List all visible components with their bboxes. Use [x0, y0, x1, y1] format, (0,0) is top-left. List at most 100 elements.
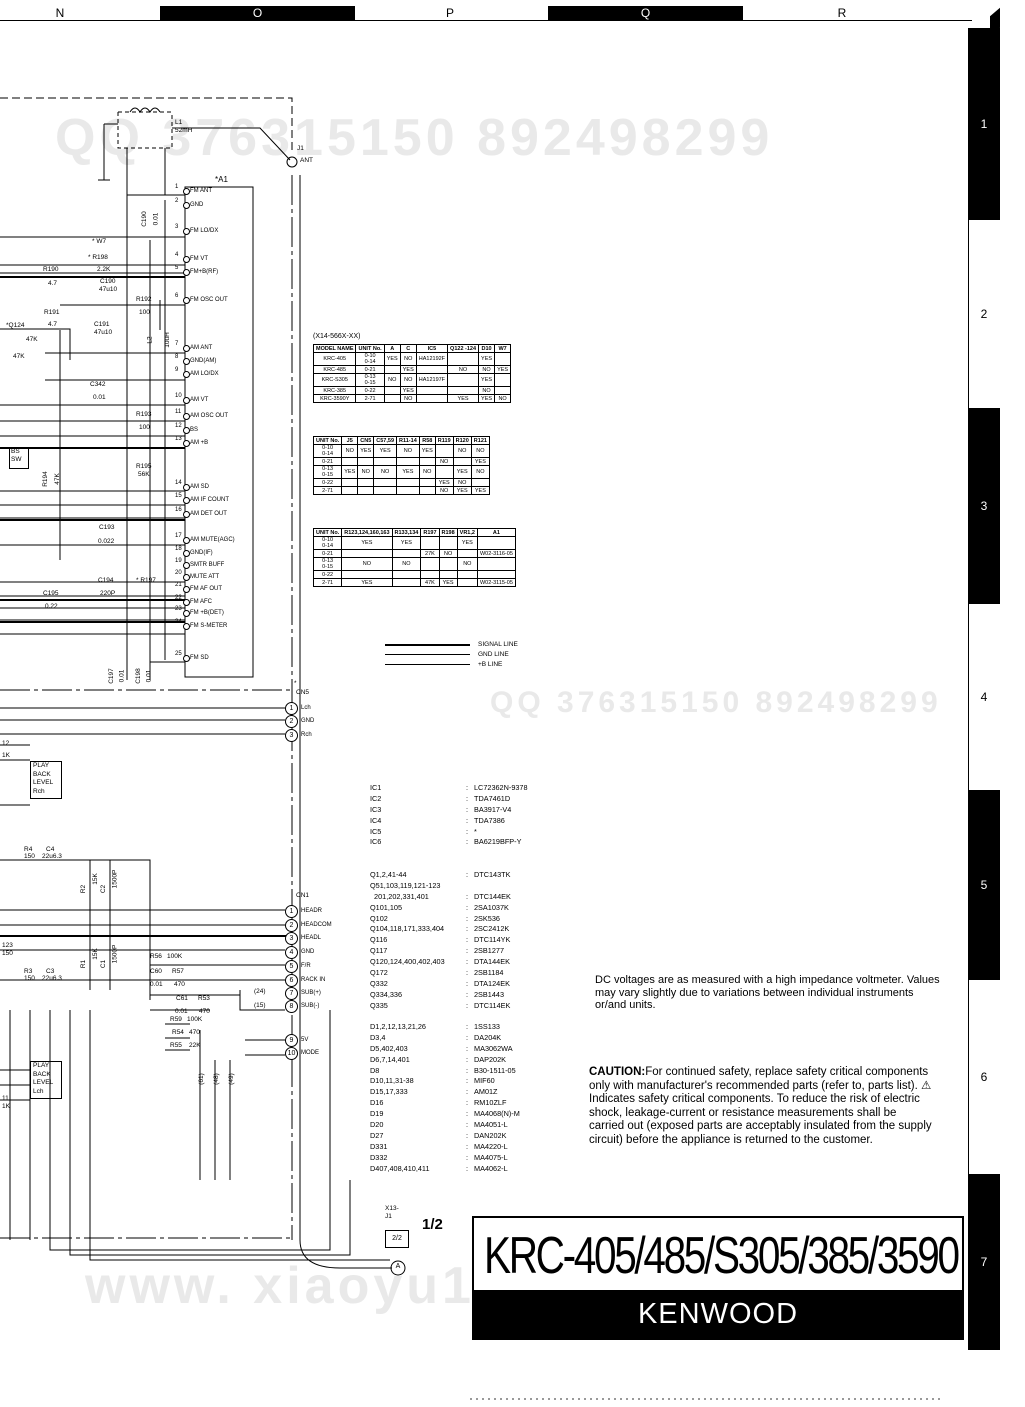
- a1-pin-number: 11: [175, 409, 182, 415]
- table-cell: [438, 557, 458, 571]
- r4-value: 150: [24, 853, 35, 860]
- r59-label: R59: [170, 1016, 182, 1023]
- a1-pin-label: AM MUTE(AGC): [190, 537, 235, 543]
- q124-label: *Q124: [6, 322, 25, 329]
- table-cell: [391, 578, 422, 587]
- c193-label: C193: [99, 524, 115, 531]
- connector-pin-label: F/R: [301, 963, 311, 969]
- part-reference: Q102: [370, 913, 388, 923]
- q124-r1: 47K: [26, 336, 38, 343]
- a1-pin-dot: [183, 440, 190, 447]
- table-cell: NO: [434, 457, 454, 466]
- table-cell: YES: [341, 578, 393, 587]
- table-cell: [391, 549, 422, 558]
- model-number: KRC-405/485/S305/385/3590: [484, 1227, 960, 1285]
- connector-pin-label: RACK IN: [301, 977, 326, 983]
- r55-label: R55: [170, 1042, 182, 1049]
- row-tab-3: 3: [968, 408, 1000, 604]
- separator: :: [466, 946, 469, 956]
- table-cell: [494, 352, 512, 366]
- connector-pin-label: MODE: [301, 1050, 319, 1056]
- r193-label: R193: [136, 411, 152, 418]
- part-reference: D8: [370, 1065, 380, 1075]
- part-reference: Q332: [370, 978, 388, 988]
- table-cell: [434, 465, 454, 479]
- a1-pin-label: FM S-METER: [190, 623, 228, 629]
- part-number: 2SB1277: [474, 946, 505, 956]
- part-reference: D19: [370, 1109, 384, 1119]
- r193-value: 100: [139, 424, 150, 431]
- r194-value: 47K: [53, 473, 61, 485]
- connector-pin-label: HEADL: [301, 935, 322, 941]
- r53-value: 470: [199, 1008, 210, 1015]
- playback-level-rch: PLAY BACK LEVEL Rch: [30, 761, 62, 799]
- separator: :: [466, 902, 469, 912]
- c342-value: 0.01: [93, 394, 106, 401]
- connector-pin: 8: [285, 1000, 298, 1013]
- table-cell: [447, 373, 480, 387]
- a1-pin-label: AM VT: [190, 397, 209, 403]
- connector-pin: 9: [285, 1034, 298, 1047]
- table-cell: [396, 457, 420, 466]
- a1-pin-number: 3: [175, 224, 179, 230]
- table-cell: HA12192F: [415, 352, 449, 366]
- a1-pin-number: 24: [175, 619, 182, 625]
- c60-label: C60: [150, 968, 162, 975]
- row-tab-1: 1: [968, 28, 1000, 220]
- table-cell: [447, 386, 480, 395]
- c197-value: 0.01: [118, 669, 126, 683]
- a1-pin-label: FM AF OUT: [190, 586, 222, 592]
- table-header-cell: R198: [438, 528, 458, 537]
- part-number: DTA144EK: [474, 957, 510, 967]
- separator: :: [466, 1130, 469, 1140]
- a1-pin-number: 17: [175, 533, 182, 539]
- table-cell: NO: [399, 373, 417, 387]
- connector-pin-label: 5V: [301, 1037, 309, 1043]
- part-reference: D5,402,403: [370, 1043, 408, 1053]
- row-tab-6: 6: [968, 980, 1000, 1174]
- part-number: DTC143TK: [474, 870, 511, 879]
- separator: :: [466, 1054, 469, 1064]
- table-cell: 0-13 0-15: [355, 373, 385, 387]
- separator: :: [466, 924, 469, 934]
- a1-pin-number: 19: [175, 558, 182, 564]
- table-cell: 2-71: [312, 578, 343, 587]
- part-reference: Q51,103,119,121-123: [370, 880, 441, 890]
- page-arrow: 2/2: [385, 1230, 409, 1248]
- table-header-cell: R119: [434, 436, 454, 445]
- part-number: MIF60: [474, 1076, 495, 1086]
- legend-signal: SIGNAL LINE: [478, 641, 518, 648]
- column-header-p: P: [445, 6, 454, 20]
- table-cell: [357, 486, 375, 495]
- column-header-n: N: [55, 6, 65, 20]
- table-cell: [456, 578, 478, 587]
- table-cell: [341, 457, 359, 466]
- table-header-cell: J5: [341, 436, 359, 445]
- table-cell: [383, 386, 401, 395]
- scan-noise: [470, 1398, 940, 1400]
- table-cell: NO: [434, 486, 454, 495]
- table-header-cell: C: [399, 344, 417, 353]
- separator: :: [466, 1109, 469, 1119]
- table-cell: YES: [373, 444, 398, 458]
- r194-label: R194: [41, 471, 49, 487]
- r190-value: 4.7: [48, 280, 58, 287]
- table-cell: NO: [447, 365, 480, 374]
- a1-pin-dot: [183, 623, 190, 630]
- table-header-cell: C57,59: [373, 436, 398, 445]
- part-reference: D407,408,410,411: [370, 1163, 430, 1173]
- a1-pin-label: FM AFC: [190, 599, 212, 605]
- r197-label: * R197: [136, 577, 156, 584]
- separator: :: [466, 1141, 469, 1151]
- table-cell: YES: [399, 365, 417, 374]
- table-cell: YES: [434, 478, 454, 487]
- connector-pin: 3: [285, 729, 298, 742]
- r54-label: R54: [172, 1029, 184, 1036]
- cn1-label: CN1: [296, 892, 310, 899]
- table-cell: NO: [452, 478, 472, 487]
- table-cell: YES: [452, 486, 472, 495]
- table-cell: 2-71: [312, 486, 343, 495]
